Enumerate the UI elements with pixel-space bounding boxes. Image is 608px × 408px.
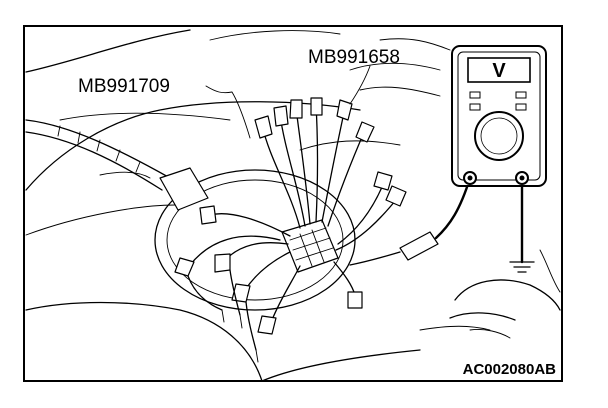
hand-outline	[449, 249, 561, 339]
connector-block	[281, 219, 339, 273]
harness-tube	[25, 119, 209, 211]
callout-leaders	[205, 65, 371, 139]
figure-id: AC002080AB	[463, 361, 557, 378]
meter-dial	[474, 111, 524, 161]
ground-symbol-icon	[509, 261, 535, 273]
meter-display: V	[492, 60, 506, 82]
voltmeter-icon: V	[451, 45, 547, 187]
callout-tool-right: MB991658	[308, 47, 400, 68]
meter-display-window	[467, 57, 531, 83]
dangling-leads	[187, 269, 259, 363]
alligator-clips	[174, 97, 407, 335]
vehicle-floor-outline	[25, 29, 491, 382]
callout-tool-left: MB991709	[78, 76, 170, 97]
